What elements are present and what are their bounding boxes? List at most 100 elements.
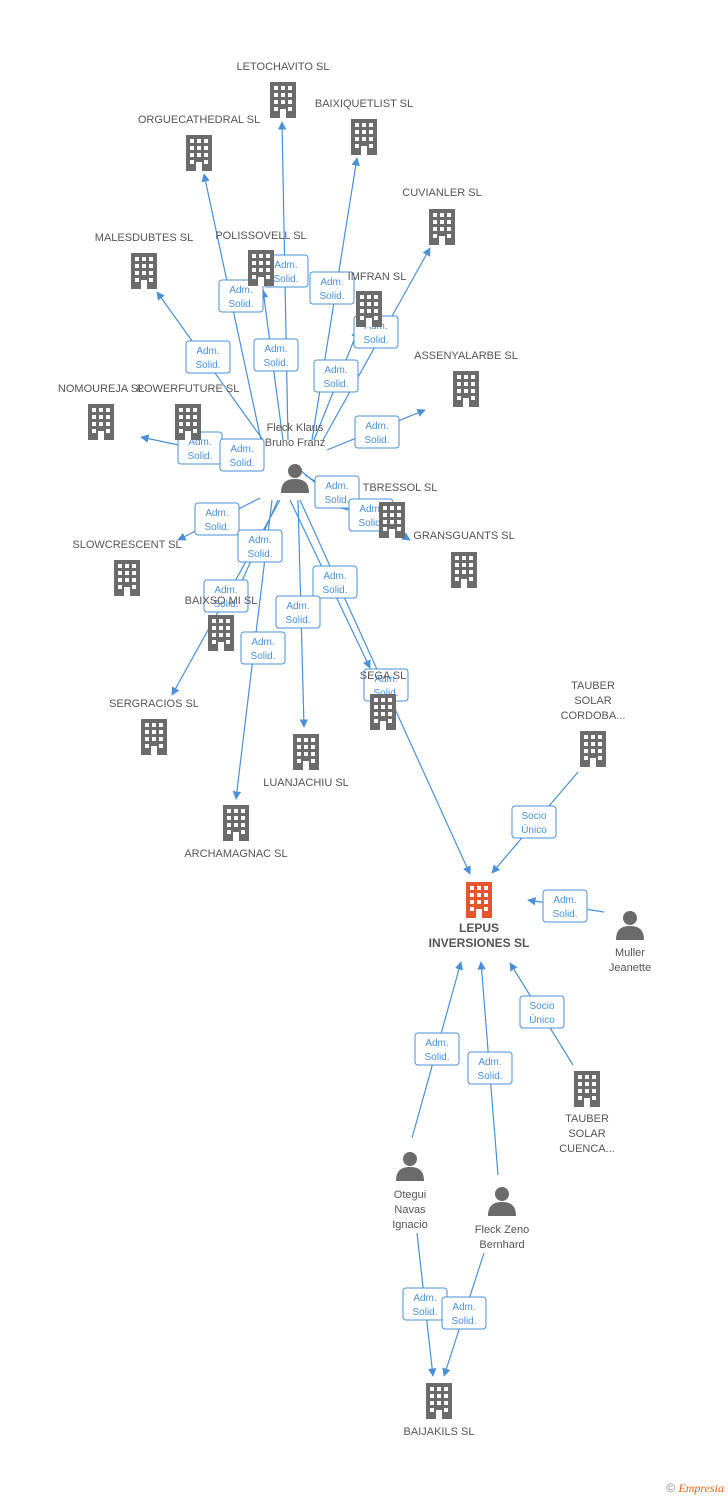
relation-badge[interactable]: Adm.Solid. xyxy=(203,579,249,613)
node-label: CUENCA... xyxy=(559,1143,615,1155)
relation-badge-text: Socio xyxy=(521,811,546,822)
company-node-malesdubtes[interactable]: MALESDUBTES SL xyxy=(95,232,193,289)
relation-badge[interactable]: Adm.Solid. xyxy=(275,595,321,629)
focus-building-icon xyxy=(466,882,492,918)
relation-badge-box xyxy=(240,631,286,665)
company-node-segam[interactable]: SEGA SL xyxy=(360,670,406,730)
company-node-slowcrescent[interactable]: SLOWCRESCENT SL xyxy=(72,539,182,596)
relation-badge[interactable]: Adm.Solid. xyxy=(441,1296,487,1330)
relation-badge-box xyxy=(185,340,231,374)
relation-badge[interactable]: Adm.Solid. xyxy=(218,279,264,313)
company-node-taubercordoba[interactable]: TAUBERSOLARCORDOBA... xyxy=(561,680,626,767)
building-icon xyxy=(223,805,249,841)
relation-badge[interactable]: Adm.Solid. xyxy=(240,631,286,665)
company-node-cuvianler[interactable]: CUVIANLER SL xyxy=(402,187,482,245)
building-icon xyxy=(141,719,167,755)
building-icon xyxy=(379,502,405,538)
building-icon xyxy=(131,253,157,289)
relation-badge[interactable]: Adm.Solid. xyxy=(313,359,359,393)
relation-badge[interactable]: Adm.Solid. xyxy=(177,431,223,465)
node-label: Navas xyxy=(394,1204,426,1216)
relation-badge[interactable]: Adm.Solid. xyxy=(237,529,283,563)
relation-badge-text: Solid. xyxy=(187,451,212,462)
relation-badge-text: Adm. xyxy=(413,1293,436,1304)
relation-badge-text: Solid. xyxy=(358,518,383,529)
company-node-sergracios[interactable]: SERGRACIOS SL xyxy=(109,698,199,755)
relation-badge-text: Adm. xyxy=(324,365,347,376)
company-node-polissovell[interactable]: POLISSOVELL SL xyxy=(215,230,307,286)
company-node-powerfuture[interactable]: POWERFUTURE SL xyxy=(137,383,240,440)
node-label: LETOCHAVITO SL xyxy=(237,61,330,73)
relation-badge[interactable]: Adm.Solid. xyxy=(354,415,400,449)
relation-badge[interactable]: Adm.Solid. xyxy=(309,271,355,305)
relation-badge[interactable]: Adm.Solid. xyxy=(314,475,360,509)
node-label: Fleck Klaus xyxy=(267,422,324,434)
relation-badge-text: Adm. xyxy=(205,508,228,519)
node-label: Otegui xyxy=(394,1189,426,1201)
company-node-gransguants[interactable]: GRANSGUANTS SL xyxy=(413,530,515,588)
node-label: TAUBER xyxy=(565,1113,609,1125)
relation-badge-text: Solid. xyxy=(273,274,298,285)
relation-badge-text: Adm. xyxy=(264,344,287,355)
company-node-orguecathedral[interactable]: ORGUECATHEDRAL SL xyxy=(138,114,260,171)
relation-badge[interactable]: Adm.Solid. xyxy=(312,565,358,599)
node-label: SOLAR xyxy=(568,1128,605,1140)
relation-badge-text: Solid. xyxy=(363,335,388,346)
relation-badge[interactable]: Adm.Solid. xyxy=(194,502,240,536)
relation-badge[interactable]: Adm.Solid. xyxy=(219,438,265,472)
relation-badge[interactable]: Adm.Solid. xyxy=(414,1032,460,1066)
footer-brand[interactable]: © Empresia xyxy=(666,1481,724,1496)
relation-badge[interactable]: Adm. Solid. xyxy=(253,338,299,372)
company-node-assenyalarbe[interactable]: ASSENYALARBE SL xyxy=(414,350,518,407)
relation-badge-box xyxy=(467,1051,513,1085)
company-node-luanjachiu[interactable]: LUANJACHIU SL xyxy=(263,734,349,789)
relation-badge-text: Solid. xyxy=(552,909,577,920)
node-label: LUANJACHIU SL xyxy=(263,777,349,789)
relation-badge[interactable]: Adm. Solid. xyxy=(263,254,309,288)
relation-badge-text: Solid. xyxy=(228,299,253,310)
node-label: GRANSGUANTS SL xyxy=(413,530,514,542)
relation-badge[interactable]: Adm. Solid. xyxy=(402,1287,448,1321)
building-icon xyxy=(453,371,479,407)
company-node-baijakils[interactable]: BAIJAKILS SL xyxy=(404,1383,475,1438)
relation-badge-text: Solid. xyxy=(412,1307,437,1318)
company-node-imfran[interactable]: IMFRAN SL xyxy=(348,271,407,327)
relation-badge-text: Adm. xyxy=(274,260,297,271)
relation-badge[interactable]: Adm.Solid. xyxy=(467,1051,513,1085)
company-node-archamagnac[interactable]: ARCHAMAGNAC SL xyxy=(184,805,288,860)
relation-badge[interactable]: Adm.Solid. xyxy=(542,889,588,923)
relation-badge-text: Solid. xyxy=(263,358,288,369)
relation-badge-box xyxy=(218,279,264,313)
company-node-tbressol[interactable]: TBRESSOL SL xyxy=(363,482,438,538)
building-icon xyxy=(451,552,477,588)
relation-badge-text: Solid. xyxy=(451,1316,476,1327)
relation-badge-text: Adm. xyxy=(251,637,274,648)
relation-badge-text: Único xyxy=(521,823,547,836)
node-label: POWERFUTURE SL xyxy=(137,383,240,395)
relation-badge[interactable]: Adm.Solid. xyxy=(185,340,231,374)
node-label: Muller xyxy=(615,947,645,959)
relation-badge-text: Adm. xyxy=(286,601,309,612)
node-label: LEPUS xyxy=(459,921,499,935)
company-node-nomoureja[interactable]: NOMOUREJA SL xyxy=(58,383,144,440)
company-node-baixiquetlist[interactable]: BAIXIQUETLIST SL xyxy=(315,98,413,155)
relation-badge-box xyxy=(313,359,359,393)
brand-logo: Empresia xyxy=(678,1481,724,1495)
relation-badge-text: Adm. xyxy=(374,674,397,685)
relation-badge-text: Socio xyxy=(529,1001,554,1012)
node-label: ORGUECATHEDRAL SL xyxy=(138,114,260,126)
company-node-letochavito[interactable]: LETOCHAVITO SL xyxy=(237,61,330,118)
relation-badge-box xyxy=(219,438,265,472)
company-node-baixsomni[interactable]: BAIXSO MI SL xyxy=(185,595,258,651)
copyright-symbol: © xyxy=(666,1481,676,1495)
company-node-taubercuenca[interactable]: TAUBER SOLAR CUENCA... xyxy=(559,1071,615,1155)
nodes-layer: LETOCHAVITO SL BAIXIQUETLIST SL ORGUECATHE… xyxy=(58,61,651,1438)
relation-badge-text: Adm. xyxy=(323,571,346,582)
